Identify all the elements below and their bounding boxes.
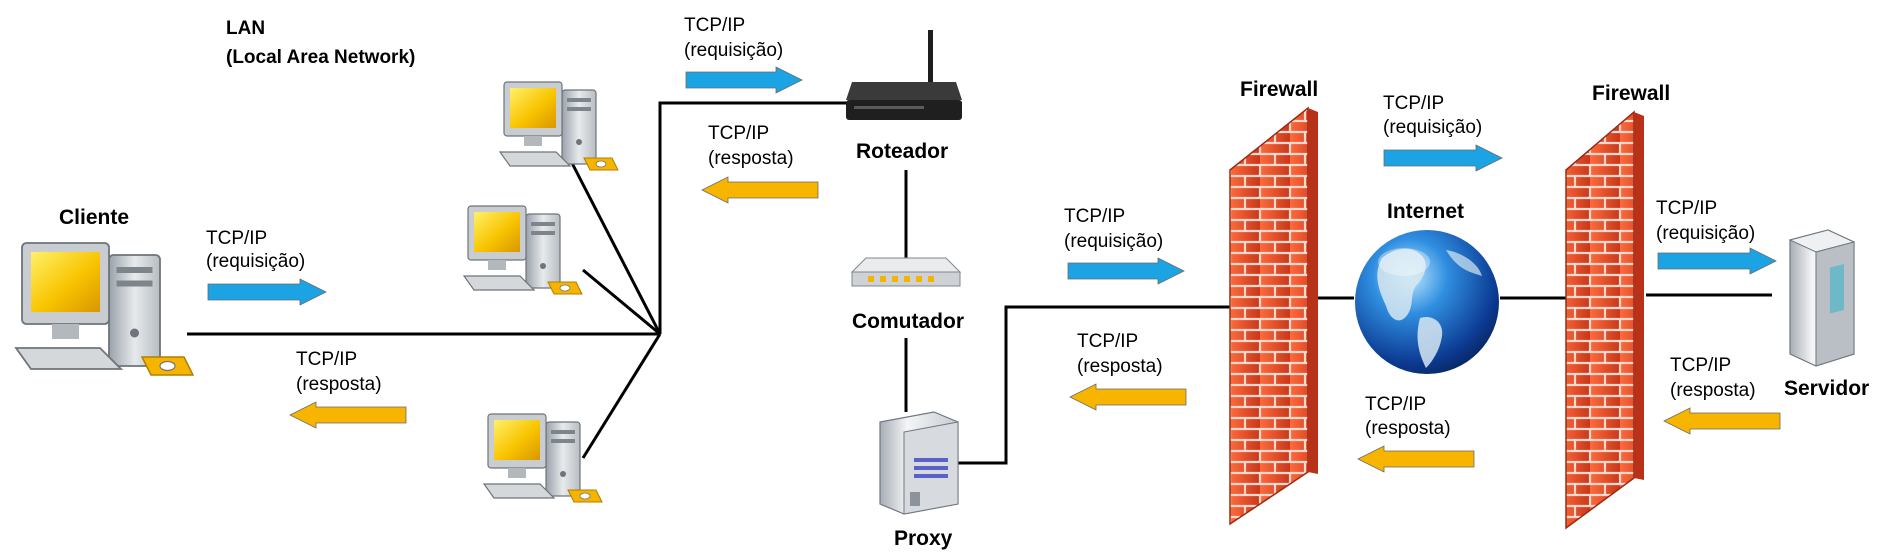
link-proxy-firewall xyxy=(958,305,1232,465)
internet-request-protocol: TCP/IP xyxy=(1383,93,1444,114)
internet-response-protocol: TCP/IP xyxy=(1365,394,1426,415)
link-pc2-hub xyxy=(582,268,661,336)
connection-lines xyxy=(187,101,1772,465)
internet-response-arrow xyxy=(1357,445,1475,473)
proxy-server-icon[interactable] xyxy=(879,411,959,515)
server-response-arrow xyxy=(1663,407,1781,435)
link-pc1-hub xyxy=(570,162,662,335)
link-hub-router xyxy=(658,101,852,334)
link-pc3-hub xyxy=(581,333,662,459)
router-label: Roteador xyxy=(856,140,948,163)
client-request-arrow xyxy=(207,278,327,306)
lan-pc-1-icon[interactable] xyxy=(499,81,619,171)
firewall-left-icon[interactable] xyxy=(1229,106,1318,526)
firewall-left-label: Firewall xyxy=(1240,78,1318,101)
network-switch-icon[interactable] xyxy=(850,257,962,287)
client-computer-icon[interactable] xyxy=(15,242,194,376)
server-label: Servidor xyxy=(1784,377,1869,400)
lan-subtitle: (Local Area Network) xyxy=(226,47,415,68)
proxy-response-protocol: TCP/IP xyxy=(1077,331,1138,352)
proxy-request-protocol: TCP/IP xyxy=(1064,206,1125,227)
internet-request-type: (requisição) xyxy=(1383,117,1482,138)
internet-label: Internet xyxy=(1387,200,1464,223)
internet-request-arrow xyxy=(1383,144,1503,172)
proxy-request-arrow xyxy=(1067,257,1185,285)
server-response-type: (resposta) xyxy=(1670,380,1756,401)
proxy-label: Proxy xyxy=(894,527,953,550)
server-icon[interactable] xyxy=(1789,229,1855,367)
router-request-arrow xyxy=(685,66,803,94)
proxy-response-arrow xyxy=(1069,383,1187,411)
server-request-type: (requisição) xyxy=(1656,223,1755,244)
internet-response-type: (resposta) xyxy=(1365,418,1451,439)
server-request-protocol: TCP/IP xyxy=(1656,198,1717,219)
proxy-response-type: (resposta) xyxy=(1077,356,1163,377)
globe-icon[interactable] xyxy=(1355,230,1499,374)
client-response-arrow xyxy=(289,401,407,429)
proxy-request-type: (requisição) xyxy=(1064,231,1163,252)
wireless-router-icon[interactable] xyxy=(846,30,962,120)
router-response-protocol: TCP/IP xyxy=(708,123,769,144)
server-response-protocol: TCP/IP xyxy=(1670,355,1731,376)
client-response-type: (resposta) xyxy=(296,374,382,395)
firewall-right-label: Firewall xyxy=(1592,82,1670,105)
switch-label: Comutador xyxy=(852,310,964,333)
client-request-type: (requisição) xyxy=(206,251,305,272)
router-request-type: (requisição) xyxy=(684,40,783,61)
client-label: Cliente xyxy=(59,206,129,229)
router-response-arrow xyxy=(701,176,819,204)
lan-pc-2-icon[interactable] xyxy=(463,205,583,295)
traffic-labels: TCP/IP (requisição) TCP/IP (resposta) TC… xyxy=(206,15,1756,439)
firewall-right-icon[interactable] xyxy=(1565,110,1644,530)
server-request-arrow xyxy=(1657,247,1777,275)
traffic-arrows xyxy=(207,66,1781,473)
client-response-protocol: TCP/IP xyxy=(296,349,357,370)
router-request-protocol: TCP/IP xyxy=(684,15,745,36)
lan-title: LAN xyxy=(226,18,265,39)
client-request-protocol: TCP/IP xyxy=(206,228,267,249)
router-response-type: (resposta) xyxy=(708,148,794,169)
